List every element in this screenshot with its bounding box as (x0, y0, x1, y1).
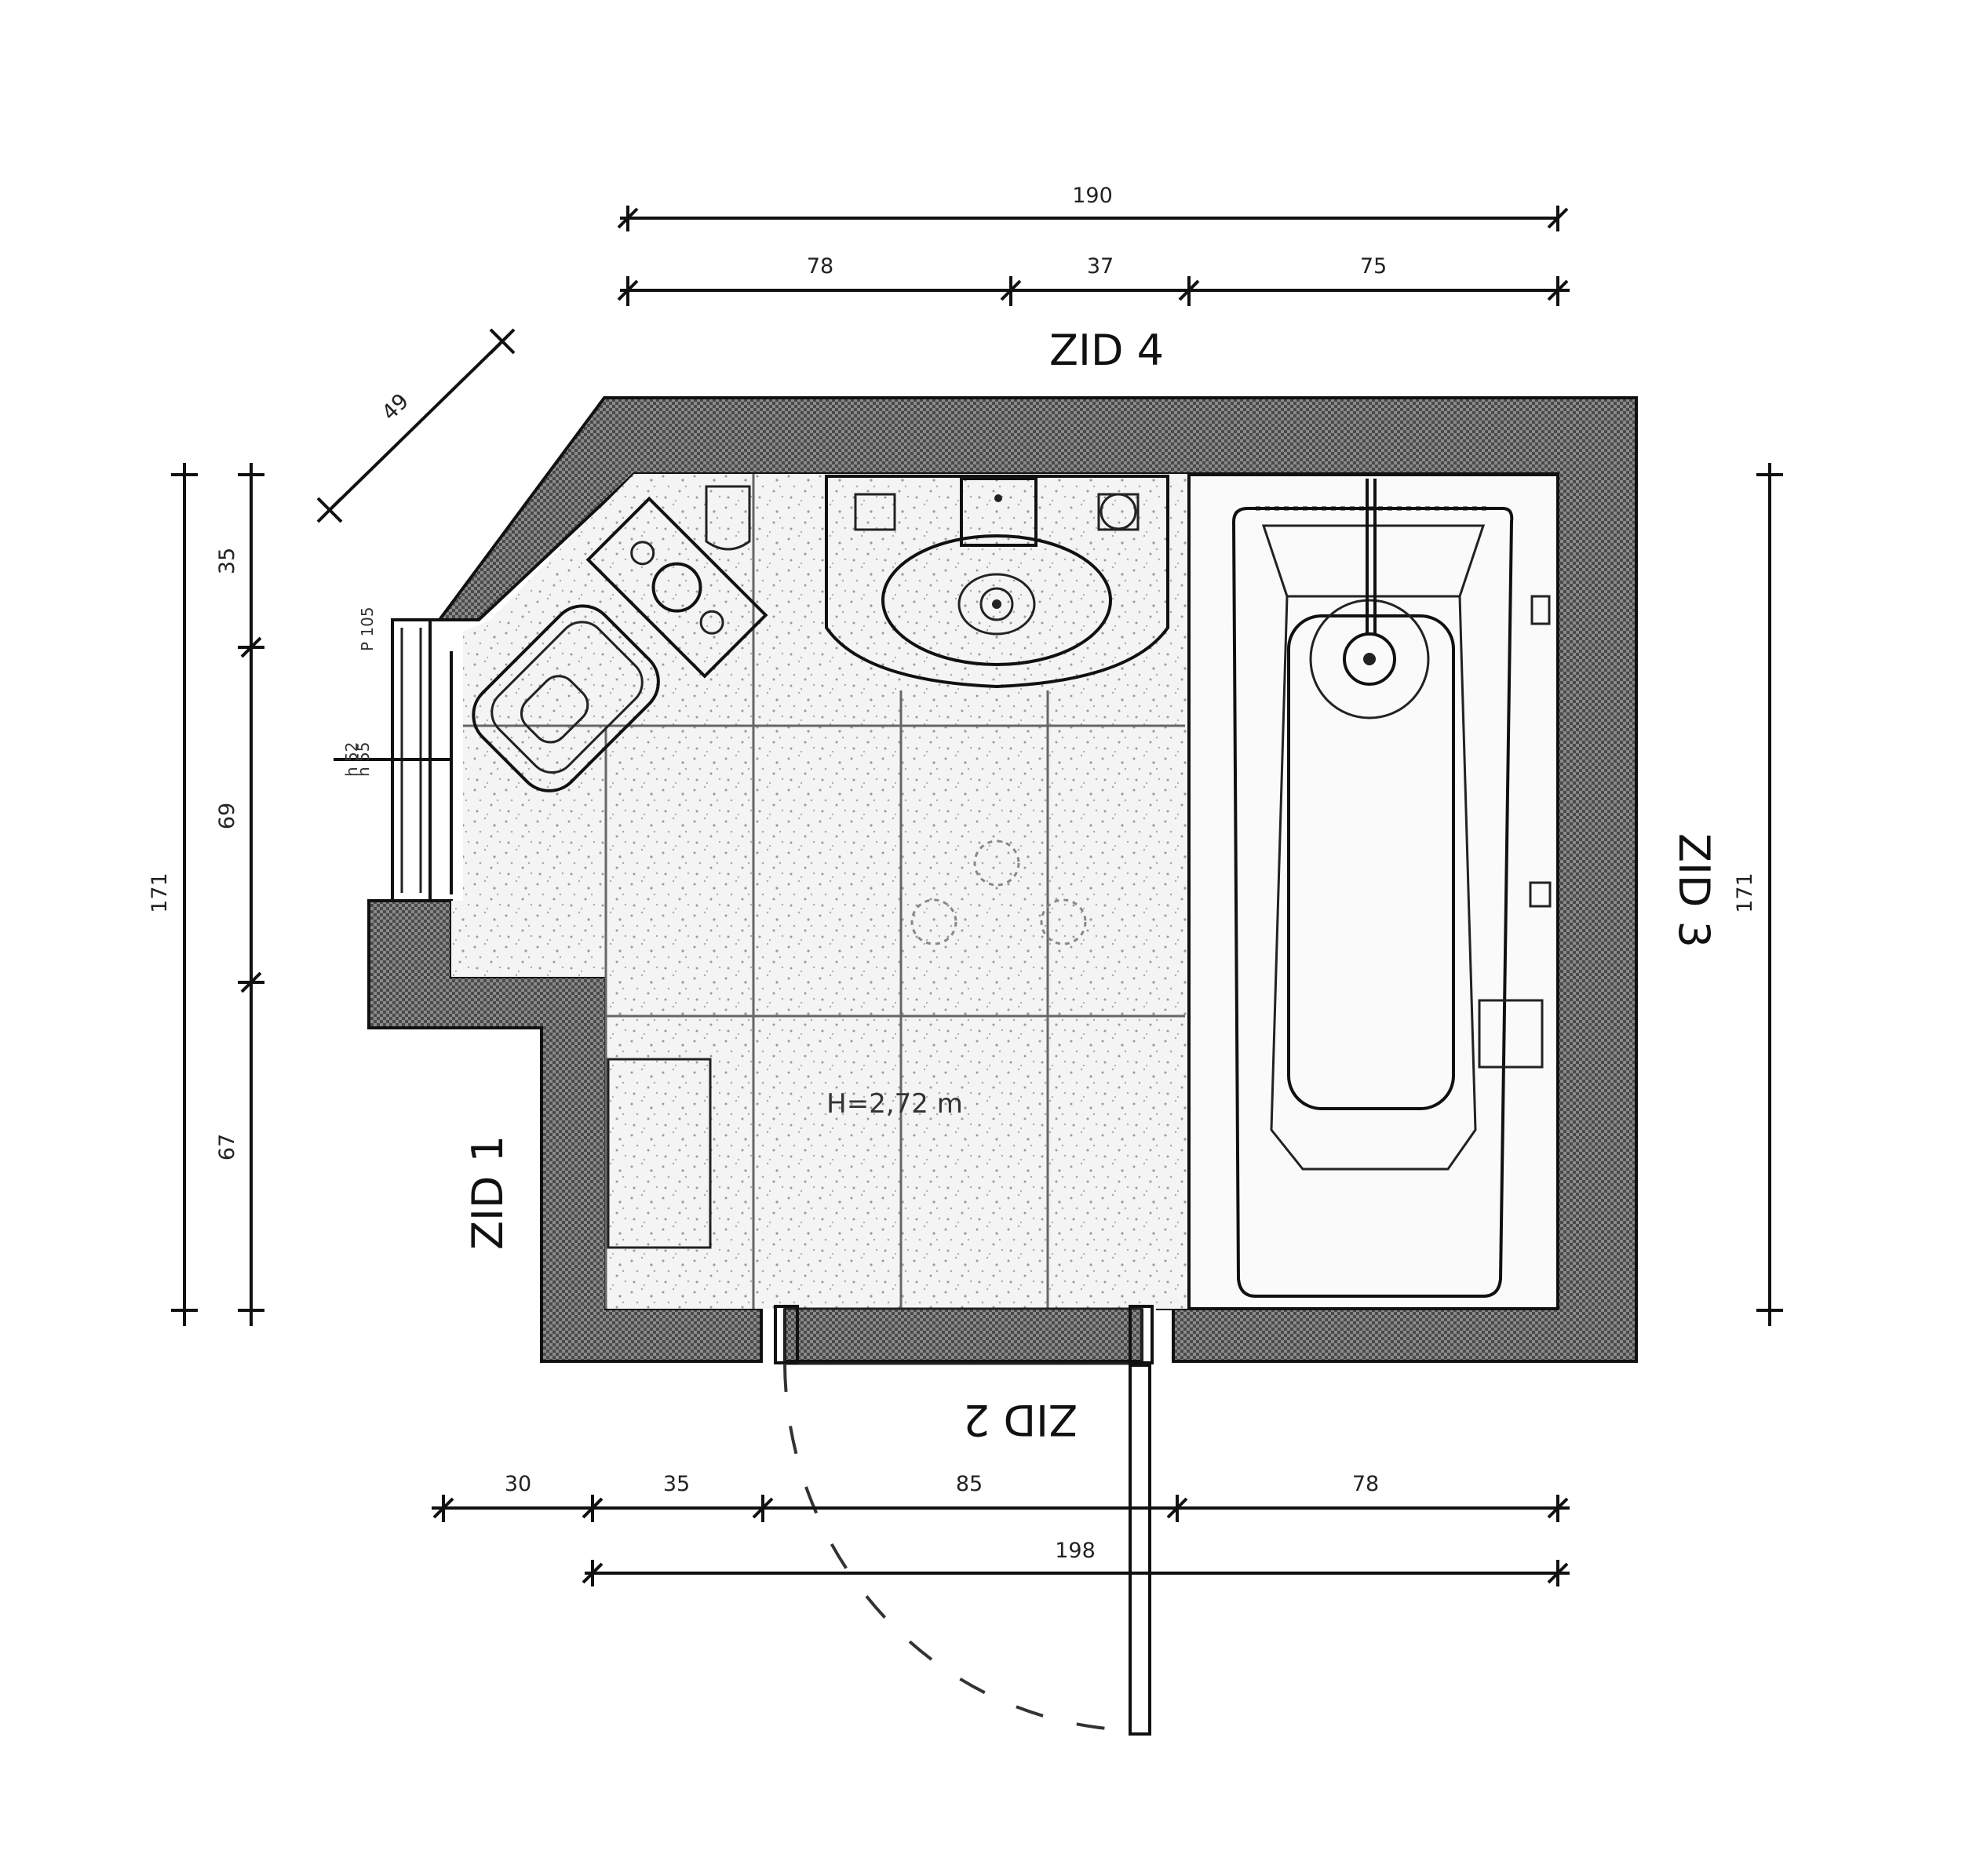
dim-left-seg3-label: 67 (215, 1134, 239, 1160)
dim-bottom-seg1-label: 30 (505, 1472, 531, 1496)
dim-left-outer-label: 171 (148, 872, 172, 913)
wall-label-zid3: ZID 3 (1669, 833, 1719, 948)
tile-grid (463, 474, 1185, 1309)
wall-label-zid1: ZID 1 (463, 1135, 512, 1250)
wall-label-zid2: ZID 2 (963, 1395, 1078, 1444)
dim-bottom-seg3-label: 85 (956, 1472, 983, 1496)
dim-top-seg1-label: 78 (807, 254, 833, 279)
dim-diagonal: 49 (316, 328, 516, 523)
dim-top-seg3-label: 75 (1360, 254, 1387, 279)
dim-bottom-seg4-label: 78 (1352, 1472, 1379, 1496)
dim-bottom-total: 198 (582, 1539, 1570, 1586)
accessory-top-left (705, 485, 751, 551)
dim-top-segments: 78 37 75 (617, 254, 1570, 306)
sink (825, 475, 1169, 689)
door (774, 1305, 1154, 1736)
dim-bottom-seg2-label: 35 (663, 1472, 690, 1496)
wall-label-zid4: ZID 4 (1049, 326, 1164, 375)
dim-top-seg2-label: 37 (1087, 254, 1114, 279)
toilet (472, 496, 768, 792)
dim-top-total: 190 (617, 184, 1569, 231)
washing-machine (607, 1058, 712, 1249)
dim-top-total-label: 190 (1072, 184, 1113, 208)
bathtub (1187, 473, 1559, 1310)
dim-left-segments: 35 69 67 (215, 463, 264, 1326)
window-label-3: h 55 (354, 742, 373, 777)
window-label-2: h 52 (342, 742, 361, 777)
room-height: H=2,72 m (826, 1088, 963, 1120)
window: P 105 h 52 h 55 (334, 607, 453, 902)
dim-left-seg1-label: 35 (215, 548, 239, 574)
dim-right: 171 (1733, 463, 1783, 1326)
dim-bottom-total-label: 198 (1055, 1539, 1096, 1563)
dim-bottom-segments: 30 35 85 78 (432, 1472, 1570, 1522)
dim-right-label: 171 (1733, 872, 1757, 913)
dim-left-outer: 171 (148, 463, 198, 1326)
window-label-1: P 105 (358, 607, 377, 651)
floor-drains (910, 840, 1087, 945)
dim-diagonal-label: 49 (377, 389, 414, 425)
dim-left-seg2-label: 69 (215, 803, 239, 829)
